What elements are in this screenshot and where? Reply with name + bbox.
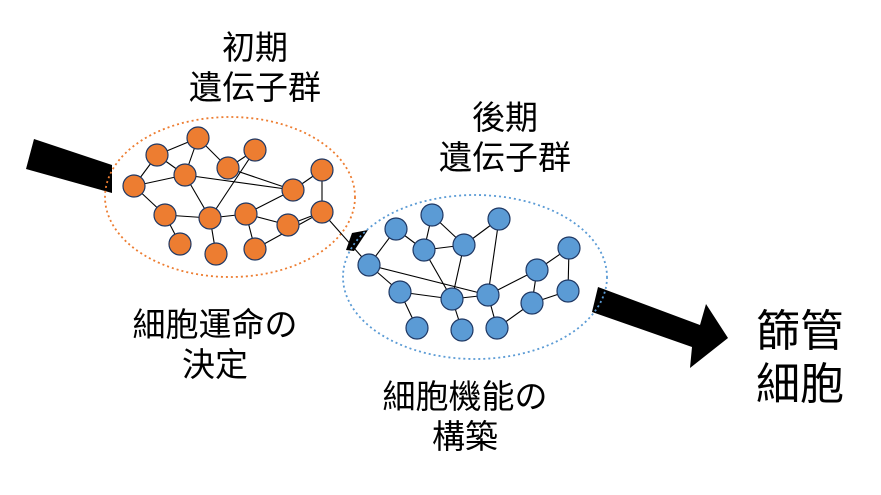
cell-function-label-line-1: 細胞機能の: [382, 377, 548, 416]
early-gene-node-11: [276, 213, 300, 237]
early-gene-node-4: [216, 156, 240, 180]
early-gene-node-14: [204, 242, 228, 266]
early-edge-7: [184, 174, 294, 191]
sieve-cell-label-line-2: 細胞: [756, 358, 844, 410]
late-genes-label-line-1: 後期: [472, 98, 538, 137]
early-gene-node-12: [310, 200, 334, 224]
late-gene-node-13: [405, 316, 429, 340]
early-edge-6: [209, 149, 256, 219]
late-genes-label: 後期 遺伝子群: [420, 98, 590, 177]
cell-function-label: 細胞機能の 構築: [365, 377, 565, 456]
late-gene-node-14: [450, 318, 474, 342]
cell-function-label-line-2: 構築: [432, 416, 498, 456]
late-gene-node-4: [452, 233, 476, 257]
cell-fate-label-line-2: 決定: [182, 344, 248, 384]
early-genes-label-line-2: 遺伝子群: [189, 67, 321, 107]
late-gene-node-15: [485, 316, 509, 340]
late-gene-node-5: [557, 236, 581, 260]
late-gene-node-2: [384, 217, 408, 241]
early-gene-node-7: [281, 178, 305, 202]
cell-fate-label-line-1: 細胞運命の: [132, 305, 298, 344]
late-gene-node-3: [412, 238, 436, 262]
early-genes-label: 初期 遺伝子群: [170, 28, 340, 107]
early-gene-node-15: [243, 237, 267, 261]
late-gene-node-1: [487, 207, 511, 231]
late-cluster-boundary: [342, 194, 608, 360]
cell-fate-label: 細胞運命の 決定: [115, 305, 315, 384]
early-gene-node-0: [186, 126, 210, 150]
early-gene-node-8: [153, 203, 177, 227]
late-gene-node-11: [556, 279, 580, 303]
late-edge-6: [487, 218, 500, 296]
early-cluster-boundary: [104, 116, 356, 278]
early-gene-node-6: [122, 174, 146, 198]
early-gene-node-1: [145, 143, 169, 167]
process-arrow-head: [592, 287, 728, 368]
process-arrow-tail: [26, 139, 112, 193]
late-gene-node-9: [440, 287, 464, 311]
sieve-cell-label: 篩管 細胞: [735, 306, 865, 412]
late-gene-node-6: [357, 253, 381, 277]
late-gene-node-7: [525, 258, 549, 282]
late-gene-node-12: [520, 291, 544, 315]
late-gene-node-10: [476, 283, 500, 307]
early-gene-node-13: [168, 232, 192, 256]
late-gene-node-0: [420, 203, 444, 227]
early-gene-node-10: [234, 202, 258, 226]
late-edge-9: [368, 264, 489, 296]
late-genes-label-line-2: 遺伝子群: [439, 137, 571, 177]
early-genes-label-line-1: 初期: [222, 28, 288, 67]
late-gene-node-8: [388, 280, 412, 304]
early-gene-node-3: [173, 163, 197, 187]
cross-cluster-edge: [321, 211, 370, 266]
early-gene-node-9: [198, 206, 222, 230]
sieve-cell-label-line-1: 篩管: [756, 306, 844, 357]
early-gene-node-5: [310, 158, 334, 182]
early-gene-node-2: [243, 138, 267, 162]
